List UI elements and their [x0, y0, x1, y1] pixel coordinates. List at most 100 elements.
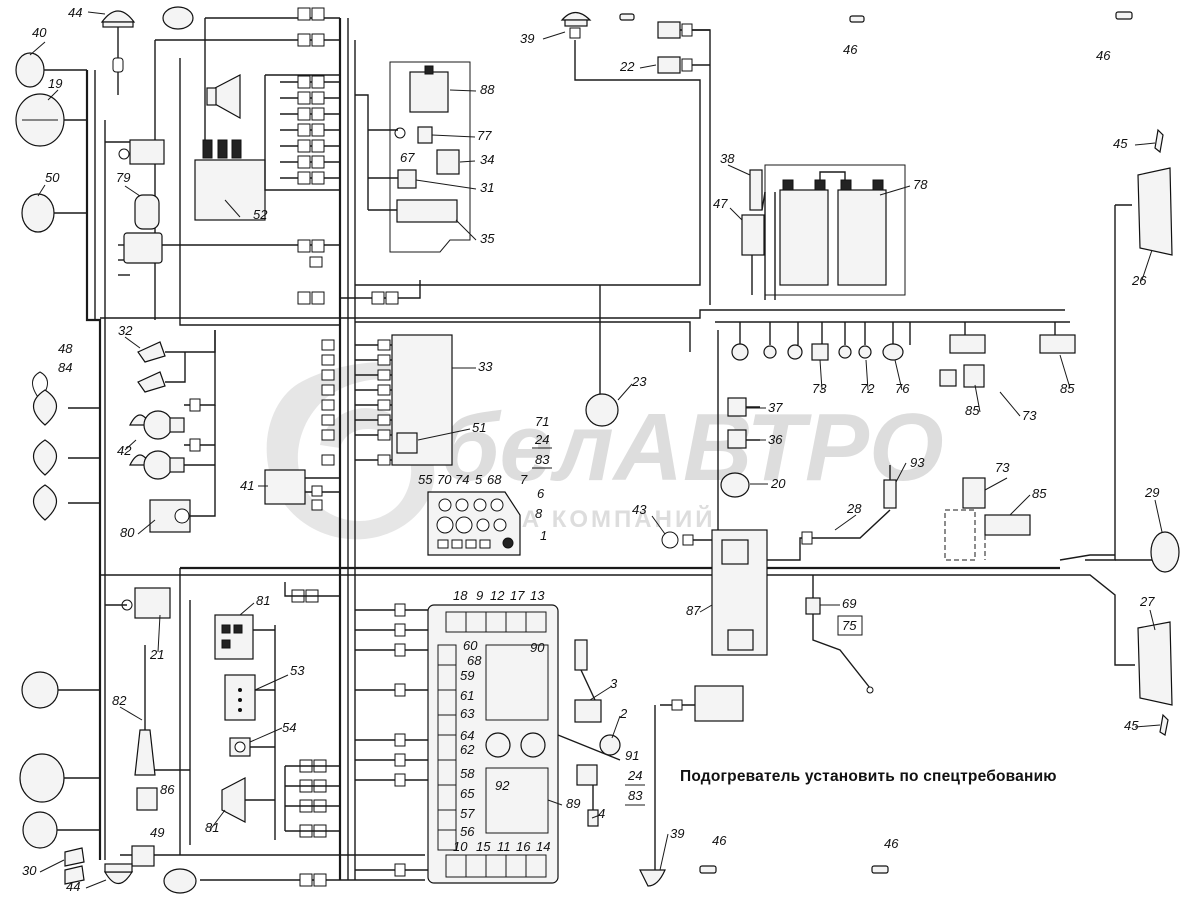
- label-46-top-b: 46: [1096, 48, 1111, 63]
- label-34: 34: [480, 152, 494, 167]
- center-components: [321, 11, 1133, 722]
- label-54: 54: [282, 720, 296, 735]
- label-18: 18: [453, 588, 468, 603]
- label-50: 50: [45, 170, 60, 185]
- label-31: 31: [480, 180, 494, 195]
- label-3: 3: [610, 676, 618, 691]
- label-65: 65: [460, 786, 475, 801]
- label-46-bottom-a: 46: [712, 833, 727, 848]
- label-36: 36: [768, 432, 783, 447]
- label-27: 27: [1139, 594, 1155, 609]
- heater-note: Подогреватель установить по спецтребован…: [680, 768, 1057, 785]
- label-40: 40: [32, 25, 47, 40]
- label-80: 80: [120, 525, 135, 540]
- label-69: 69: [842, 596, 856, 611]
- label-78: 78: [913, 177, 928, 192]
- label-82: 82: [112, 693, 127, 708]
- label-8: 8: [535, 506, 543, 521]
- label-24-top: 24: [534, 432, 549, 447]
- label-71: 71: [535, 414, 549, 429]
- label-17: 17: [510, 588, 525, 603]
- label-46-top-a: 46: [843, 42, 858, 57]
- label-91: 91: [625, 748, 639, 763]
- label-4: 4: [598, 806, 605, 821]
- label-73-b: 73: [1022, 408, 1037, 423]
- label-64: 64: [460, 728, 474, 743]
- label-67: 67: [400, 150, 415, 165]
- label-16: 16: [516, 839, 531, 854]
- leader-lines: [29, 11, 1163, 889]
- label-26: 26: [1131, 273, 1147, 288]
- label-88: 88: [480, 82, 495, 97]
- label-76: 76: [895, 381, 910, 396]
- label-90: 90: [530, 640, 545, 655]
- label-85-b: 85: [1060, 381, 1075, 396]
- label-93: 93: [910, 455, 925, 470]
- label-73-a: 73: [812, 381, 827, 396]
- instrument-cluster: [355, 603, 889, 887]
- label-55: 55: [418, 472, 433, 487]
- label-83-top: 83: [535, 452, 550, 467]
- label-39-bottom: 39: [670, 826, 684, 841]
- label-6: 6: [537, 486, 545, 501]
- label-20: 20: [770, 476, 786, 491]
- label-49: 49: [150, 825, 164, 840]
- label-81-top: 81: [256, 593, 270, 608]
- watermark: белАВТРО ГРУППА КОМПАНИЙ: [266, 362, 944, 540]
- label-61: 61: [460, 688, 474, 703]
- label-86: 86: [160, 782, 175, 797]
- label-11: 11: [497, 839, 511, 854]
- label-21: 21: [149, 647, 164, 662]
- label-23: 23: [631, 374, 647, 389]
- label-68-top: 68: [487, 472, 502, 487]
- label-83-bottom: 83: [628, 788, 643, 803]
- label-53: 53: [290, 663, 305, 678]
- label-68-bottom: 68: [467, 653, 482, 668]
- label-10: 10: [453, 839, 468, 854]
- label-75-box: [837, 615, 863, 636]
- label-45-top: 45: [1113, 136, 1128, 151]
- label-37: 37: [768, 400, 783, 415]
- label-24-83-underline: [532, 447, 552, 469]
- label-44-top: 44: [68, 5, 82, 20]
- label-89: 89: [566, 796, 580, 811]
- label-60: 60: [463, 638, 478, 653]
- sensor-row: [731, 322, 1076, 388]
- label-44-bottom: 44: [66, 879, 80, 894]
- label-48: 48: [58, 341, 73, 356]
- label-14: 14: [536, 839, 550, 854]
- label-43: 43: [632, 502, 647, 517]
- label-79: 79: [116, 170, 130, 185]
- label-92: 92: [495, 778, 510, 793]
- label-1: 1: [540, 528, 547, 543]
- label-22: 22: [619, 59, 635, 74]
- right-components: [1137, 128, 1180, 736]
- label-24-bottom: 24: [627, 768, 642, 783]
- label-15: 15: [476, 839, 491, 854]
- label-38: 38: [720, 151, 735, 166]
- label-9: 9: [476, 588, 483, 603]
- label-46-bottom-b: 46: [884, 836, 899, 851]
- label-45-bottom: 45: [1124, 718, 1139, 733]
- label-12: 12: [490, 588, 505, 603]
- label-62: 62: [460, 742, 475, 757]
- label-29: 29: [1144, 485, 1159, 500]
- label-73-c: 73: [995, 460, 1010, 475]
- label-63: 63: [460, 706, 475, 721]
- label-5: 5: [475, 472, 483, 487]
- label-85-c: 85: [1032, 486, 1047, 501]
- label-28: 28: [846, 501, 862, 516]
- label-2: 2: [619, 706, 628, 721]
- left-components: [15, 6, 399, 894]
- label-84-left: 84: [58, 360, 72, 375]
- label-24-83-bottom-underline: [625, 784, 645, 806]
- label-70: 70: [437, 472, 452, 487]
- label-19: 19: [48, 76, 62, 91]
- label-59: 59: [460, 668, 474, 683]
- label-75: 75: [842, 618, 857, 633]
- label-56: 56: [460, 824, 475, 839]
- part-number-labels: 44 40 19 50 79 52 48 84 32 42 80 41 21 8…: [22, 5, 1159, 894]
- watermark-brand: белАВТРО: [440, 394, 944, 501]
- label-57: 57: [460, 806, 475, 821]
